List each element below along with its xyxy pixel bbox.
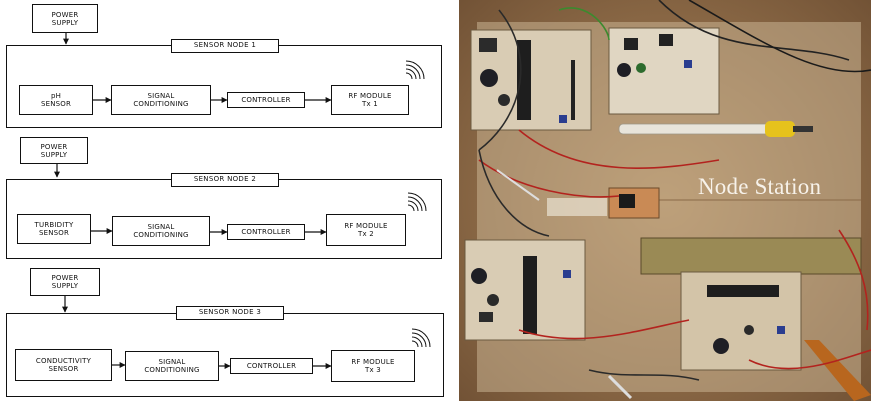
- controller-box-3: CONTROLLER: [230, 358, 313, 374]
- controller-box-1: CONTROLLER: [227, 92, 305, 108]
- sensor-node-title-1: SENSOR NODE 1: [171, 39, 279, 53]
- receiver-board: [681, 272, 801, 370]
- signal-conditioning-board-1: [609, 28, 719, 114]
- node-station-label: Node Station: [698, 174, 821, 200]
- microcontroller-board-2: [465, 240, 585, 340]
- rf-module-box-3: RF MODULE Tx 3: [331, 350, 415, 382]
- sensor-node-title-3: SENSOR NODE 3: [176, 306, 284, 320]
- node-station-photo: [459, 0, 871, 401]
- power-supply-box-3: POWER SUPPLY: [30, 268, 100, 296]
- turbidity-sensor-box: TURBIDITY SENSOR: [17, 214, 91, 244]
- sensor-node-block-diagram: POWER SUPPLY SENSOR NODE 1 pH SENSOR SIG…: [0, 0, 450, 401]
- signal-conditioning-box-3: SIGNAL CONDITIONING: [125, 351, 219, 381]
- controller-box-2: CONTROLLER: [227, 224, 305, 240]
- power-supply-box-1: POWER SUPPLY: [32, 4, 98, 33]
- power-supply-box-2: POWER SUPPLY: [20, 137, 88, 164]
- signal-conditioning-box-2: SIGNAL CONDITIONING: [112, 216, 210, 246]
- rf-module-box-1: RF MODULE Tx 1: [331, 85, 409, 115]
- conductivity-sensor-box: CONDUCTIVITY SENSOR: [15, 349, 112, 381]
- perfboard-strip: [641, 238, 861, 274]
- hardware-illustration: [459, 0, 871, 401]
- rf-module-box-2: RF MODULE Tx 2: [326, 214, 406, 246]
- signal-conditioning-box-1: SIGNAL CONDITIONING: [111, 85, 211, 115]
- ph-sensor-box: pH SENSOR: [19, 85, 93, 115]
- microcontroller-board-1: [471, 30, 591, 130]
- sensor-node-title-2: SENSOR NODE 2: [171, 173, 279, 187]
